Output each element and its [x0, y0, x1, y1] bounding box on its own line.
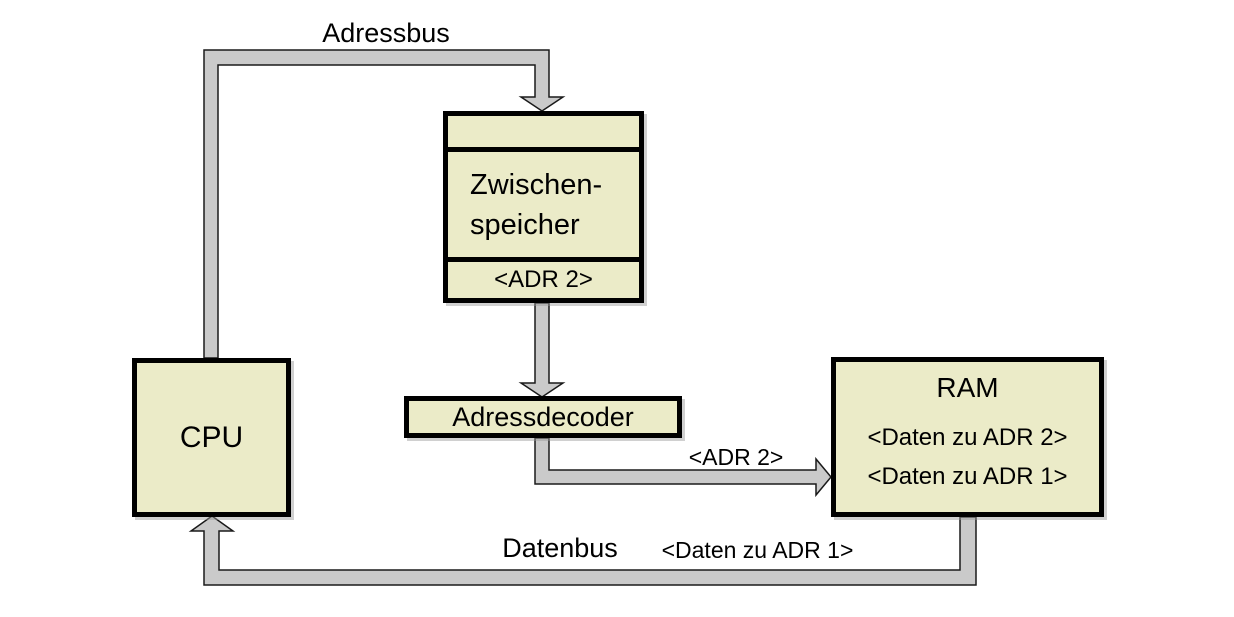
daten-zu-adr1-bus-label: <Daten zu ADR 1> [661, 537, 854, 563]
ram-label: RAM [936, 372, 999, 403]
decoder-to-ram-path [534, 437, 832, 498]
ram-data-row-1: <Daten zu ADR 2> [867, 424, 1068, 451]
zwischenspeicher-label-line1: Zwischen- [470, 168, 603, 201]
cpu-box: CPU [132, 358, 291, 517]
ram-data-row-2: <Daten zu ADR 1> [867, 463, 1068, 490]
zwischenspeicher-label-line2: speicher [470, 208, 580, 241]
adressbus-label: Adressbus [322, 18, 450, 48]
adressbus-path [203, 49, 566, 359]
ram-box: RAM <Daten zu ADR 2> <Daten zu ADR 1> [831, 357, 1104, 517]
datenbus-label: Datenbus [502, 533, 618, 563]
adressdecoder-box: Adressdecoder [404, 396, 682, 438]
adressdecoder-label: Adressdecoder [452, 401, 634, 432]
cpu-label: CPU [179, 420, 244, 454]
adr2-bus-label: <ADR 2> [688, 444, 784, 470]
datenbus-path [188, 515, 977, 586]
zwischenspeicher-box: Zwischen- speicher <ADR 2> [443, 111, 644, 303]
zwischenspeicher-empty-section [448, 116, 639, 152]
zwischenspeicher-label: Zwischen- speicher [448, 152, 639, 262]
buffer-to-decoder-path [518, 302, 566, 398]
zwischenspeicher-register-value: <ADR 2> [494, 266, 593, 293]
